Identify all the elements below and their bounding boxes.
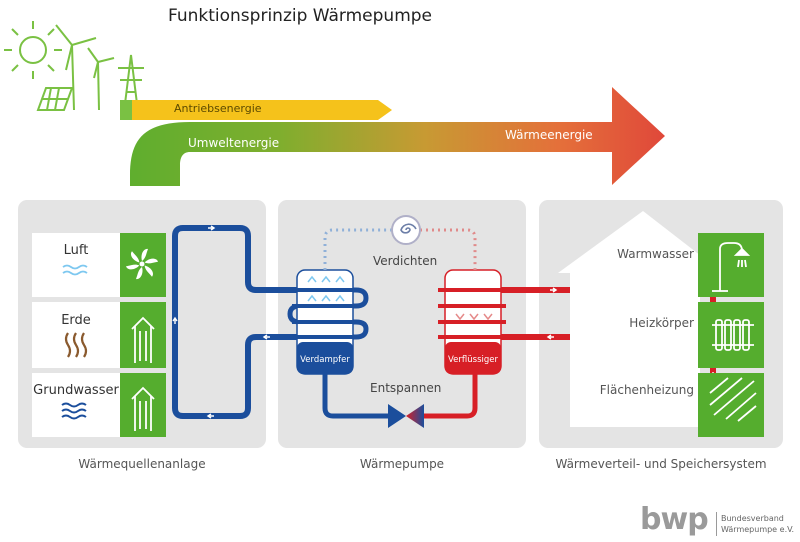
floor-heating-icon [709,377,757,422]
source-tile-earth [120,302,166,368]
liquid-line-cold [322,374,392,419]
expansion-valve-icon [388,404,424,428]
renewable-energy-illustration [4,21,144,113]
shower-icon [712,242,751,292]
source-box-groundwater [32,373,120,437]
evaporator-label: Verdampfer [300,355,350,365]
earth-coil-icon [64,332,88,358]
evaporator-vapor [307,275,345,302]
solar-panel-icon [36,87,74,111]
evaporator-coil [287,287,369,340]
sun-icon [4,21,62,79]
compressor-icon [391,215,421,245]
bwp-logo: bwp [640,502,709,537]
water-waves-icon [61,402,87,420]
air-waves-icon [62,264,88,276]
condenser-label: Verflüssiger [448,355,498,365]
source-loop-pipe [172,225,299,419]
caption-heatpump: Wärmepumpe [359,457,445,471]
source-box-air [32,233,120,297]
fan-icon [126,248,158,280]
energy-flow-arrow [120,87,665,186]
expand-label: Entspannen [370,381,442,395]
evaporator-coil-front [292,288,360,339]
wind-turbine-icon [55,24,115,111]
caption-distribution: Wärmeverteil- und Speichersystem [555,457,767,471]
source-label-air: Luft [63,243,89,258]
caption-source: Wärmequellenanlage [78,457,206,471]
environment-energy-label: Umweltenergie [188,136,280,150]
source-tile-groundwater [120,373,166,437]
condenser-label-bg [445,342,501,374]
distribution-label-radiator: Heizkörper [629,316,694,330]
distribution-icons [709,242,757,422]
radiator-icon [712,319,754,351]
logo-line-2: Wärmepumpe e.V. [721,525,795,534]
drive-energy-label: Antriebsenergie [174,102,262,115]
condenser-coil-front [438,288,506,339]
house-outline [558,211,723,427]
logo-line-1: Bundesverband [721,514,784,523]
compress-label: Verdichten [373,254,438,268]
logo-divider [716,512,717,536]
heat-energy-label: Wärmeenergie [505,128,593,142]
condenser-vapor [455,313,493,321]
page-title: Funktionsprinzip Wärmepumpe [168,6,433,26]
distribution-label-floor: Flächenheizung [599,383,694,397]
well-icon [131,386,155,431]
distribution-tile-floor [698,373,764,437]
source-label-earth: Erde [61,313,91,328]
evaporator-label-bg [297,342,353,374]
source-label-groundwater: Grundwasser [33,383,119,398]
liquid-line-hot [420,374,478,419]
source-icons [61,248,158,431]
distribution-label-hot-water: Warmwasser [617,247,694,261]
ground-probe-icon [131,316,155,363]
